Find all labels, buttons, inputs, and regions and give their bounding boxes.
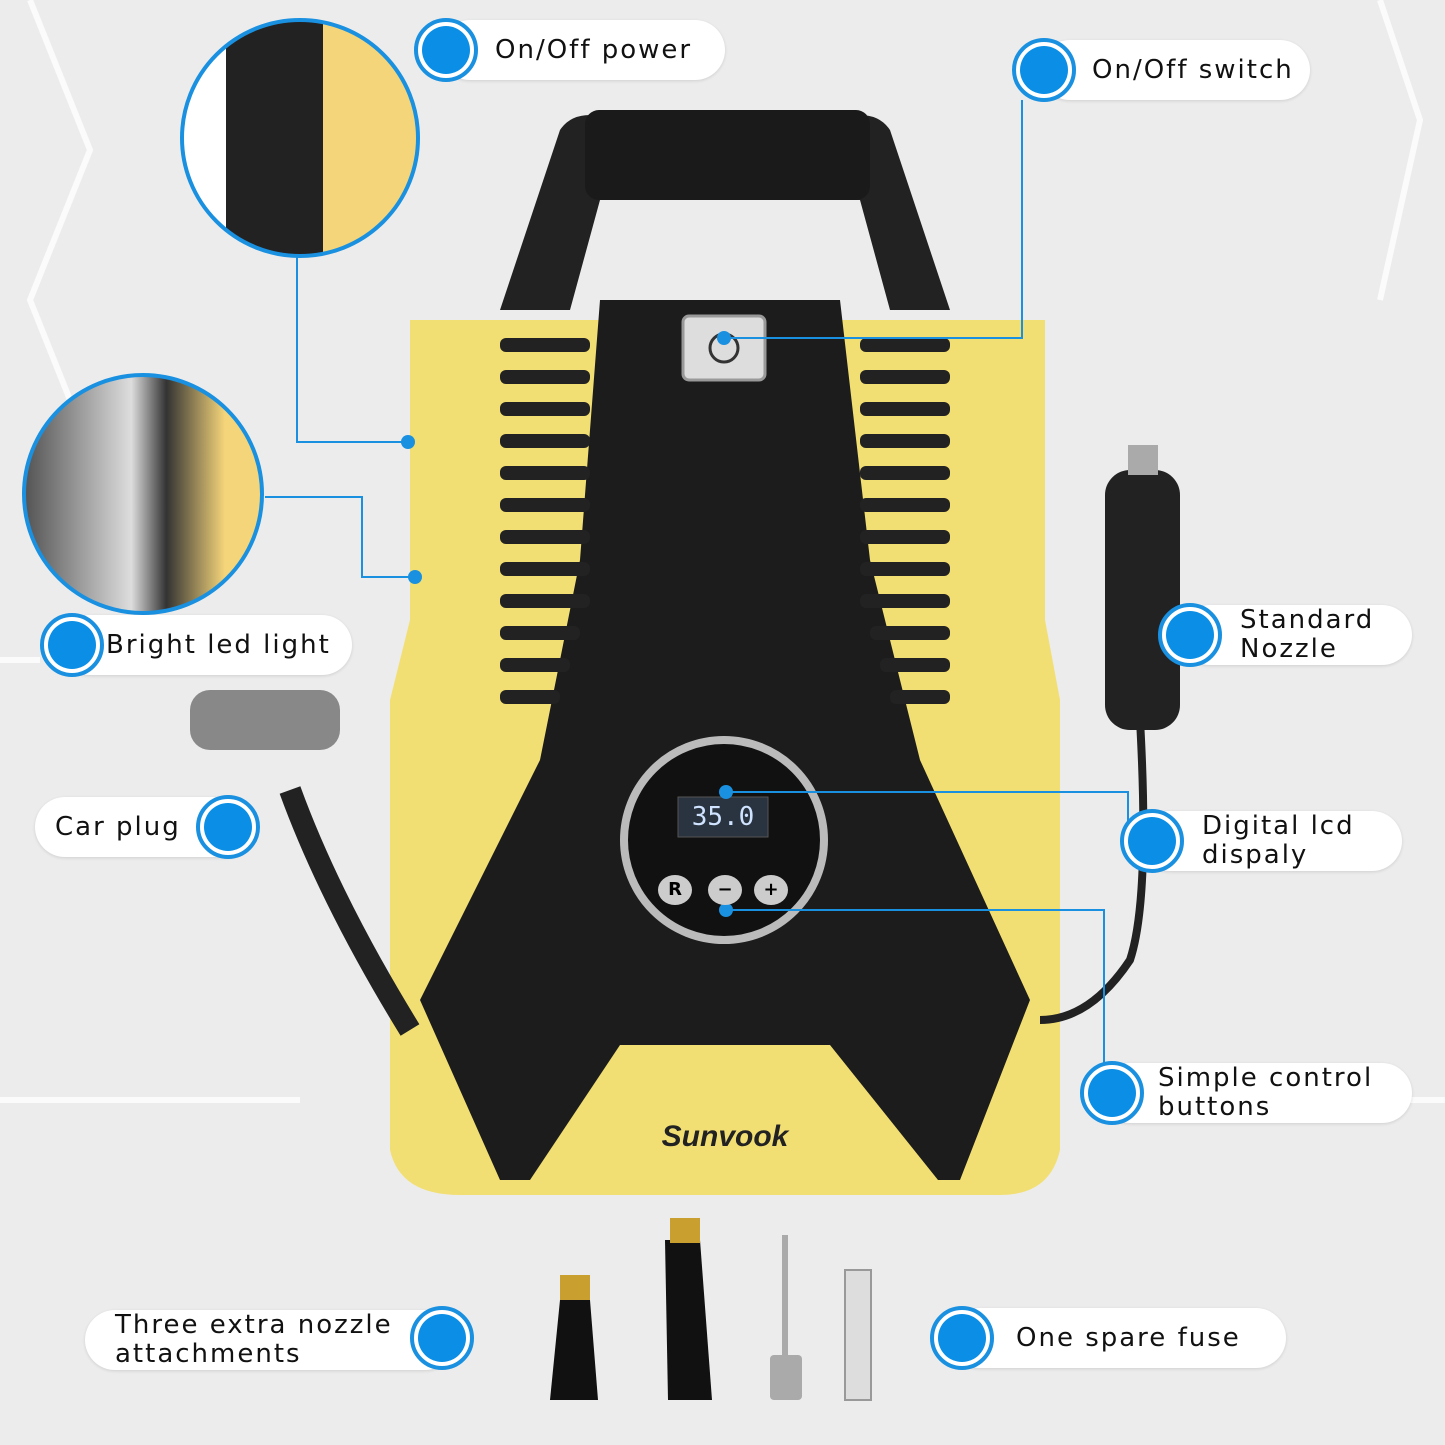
callout-dot-icon — [414, 18, 478, 82]
callout-label: Nozzle — [1240, 634, 1338, 664]
lcd-readout: 35.0 — [691, 802, 755, 832]
callout-dot-icon — [1080, 1061, 1144, 1125]
spare-fuse — [844, 1269, 872, 1401]
callout-dot-icon — [1012, 38, 1076, 102]
power-button — [681, 314, 767, 382]
callout-label: Bright led light — [106, 629, 331, 660]
plus-button[interactable]: + — [754, 875, 788, 905]
callout-onoff-power: On/Off power — [440, 20, 725, 80]
callout-label: Three extra nozzle — [115, 1310, 393, 1340]
nozzle-attachment — [550, 1300, 598, 1400]
reset-button[interactable]: R — [658, 875, 692, 905]
callout-dot-icon — [1158, 603, 1222, 667]
brand-logo: Sunvook — [661, 1120, 789, 1153]
needle-attachment — [782, 1235, 788, 1355]
callout-label: attachments — [115, 1339, 302, 1369]
callout-label: Car plug — [55, 811, 181, 842]
callout-led-light: Bright led light — [60, 615, 352, 675]
switch-closeup — [180, 18, 420, 258]
callout-label: Simple control — [1158, 1063, 1374, 1093]
callout-dot-icon — [196, 795, 260, 859]
car-plug-12v — [1105, 470, 1180, 730]
callout-onoff-switch: On/Off switch — [1040, 40, 1310, 100]
callout-label: On/Off power — [495, 34, 693, 65]
minus-button[interactable]: − — [708, 875, 742, 905]
callout-label: On/Off switch — [1092, 54, 1294, 85]
callout-dot-icon — [930, 1306, 994, 1370]
led-closeup — [22, 373, 264, 615]
callout-label: One spare fuse — [1016, 1322, 1241, 1353]
callout-label: dispaly — [1202, 840, 1309, 870]
vent-slots — [500, 338, 950, 704]
callout-dot-icon — [40, 613, 104, 677]
callout-dot-icon — [410, 1306, 474, 1370]
callout-label: buttons — [1158, 1092, 1272, 1122]
callout-label: Standard — [1240, 605, 1375, 635]
callout-label: Digital lcd — [1202, 811, 1355, 841]
nozzle-attachment — [665, 1240, 712, 1400]
callout-dot-icon — [1120, 809, 1184, 873]
callout-spare-fuse: One spare fuse — [950, 1308, 1286, 1368]
